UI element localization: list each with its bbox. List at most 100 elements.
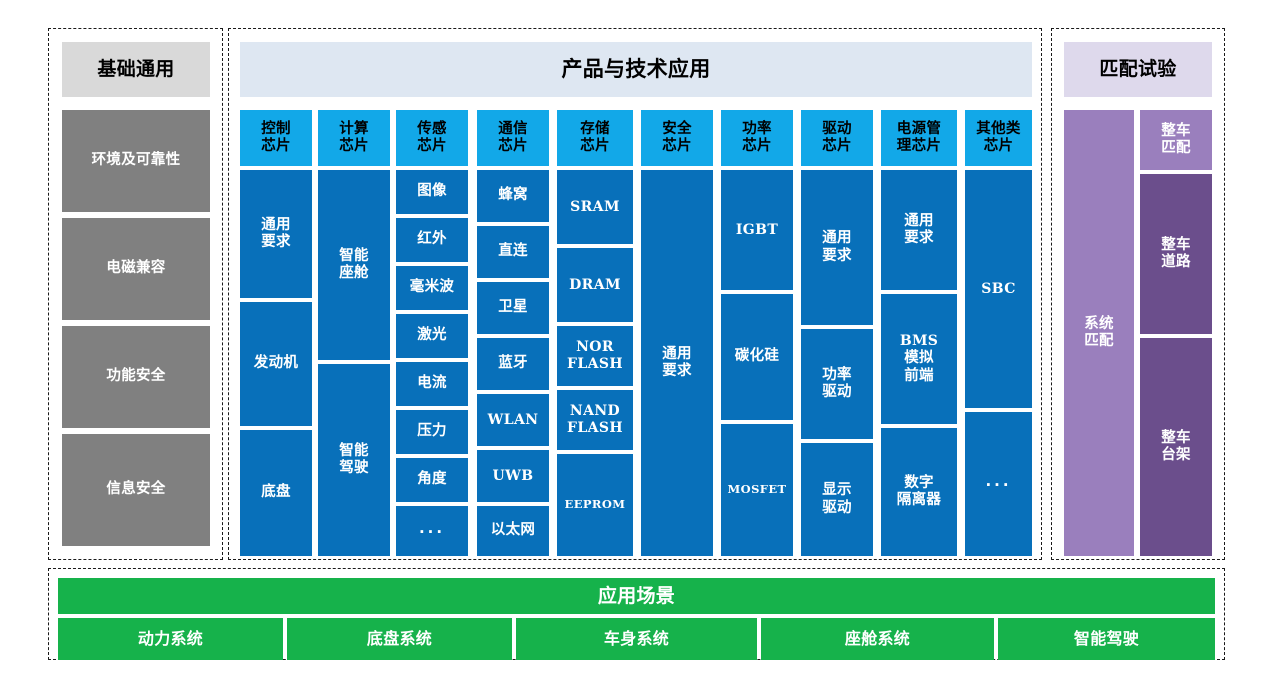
chip-category-header-power[interactable]: 功率 芯片 <box>721 110 793 166</box>
line-1: 功率 <box>822 366 852 383</box>
chip-item-memory-nor-flash[interactable]: NOR FLASH <box>557 326 633 386</box>
match-item-system-matching[interactable]: 系统 匹配 <box>1064 110 1134 556</box>
line-1: 整车 <box>1161 122 1191 139</box>
line-1: 存储 <box>580 120 610 137</box>
chip-item-other-more[interactable]: ... <box>965 412 1032 556</box>
line-1: 电源管 <box>896 120 942 137</box>
match-item-vehicle-matching[interactable]: 整车 匹配 <box>1140 110 1212 170</box>
chip-category-header-power-management[interactable]: 电源管 理芯片 <box>881 110 957 166</box>
line-2: 驾驶 <box>339 460 369 476</box>
line-1: 显示 <box>822 482 852 499</box>
chip-category-header-security[interactable]: 安全 芯片 <box>641 110 713 166</box>
line-2: FLASH <box>567 356 623 372</box>
line-2: 芯片 <box>983 138 1014 154</box>
basic-item-emc[interactable]: 电磁兼容 <box>62 218 210 320</box>
line-1: 智能 <box>339 247 369 264</box>
chip-item-memory-sram[interactable]: SRAM <box>557 170 633 244</box>
scene-item-powertrain[interactable]: 动力系统 <box>58 618 283 660</box>
chip-item-power-mosfet[interactable]: MOSFET <box>721 424 793 556</box>
chip-item-sensor-more[interactable]: ... <box>396 506 468 556</box>
chip-category-header-other[interactable]: 其他类 芯片 <box>965 110 1032 166</box>
chip-category-header-driver[interactable]: 驱动 芯片 <box>801 110 873 166</box>
chip-item-driver-general-requirements[interactable]: 通用 要求 <box>801 170 873 325</box>
line-2: 芯片 <box>742 138 772 154</box>
chip-item-control-engine[interactable]: 发动机 <box>240 302 312 426</box>
chip-item-sensor-current[interactable]: 电流 <box>396 362 468 406</box>
chip-item-sensor-pressure[interactable]: 压力 <box>396 410 468 454</box>
chip-item-security-general-requirements[interactable]: 通用 要求 <box>641 170 713 556</box>
line-2: 理芯片 <box>896 138 942 154</box>
chip-item-comm-cellular[interactable]: 蜂窝 <box>477 170 549 222</box>
basic-item-environment-reliability[interactable]: 环境及可靠性 <box>62 110 210 212</box>
chip-item-pm-bms-analog-frontend[interactable]: BMS 模拟 前端 <box>881 294 957 424</box>
chip-item-other-sbc[interactable]: SBC <box>965 170 1032 408</box>
line-1: 通信 <box>498 120 528 137</box>
chip-item-compute-smart-cockpit[interactable]: 智能 座舱 <box>318 170 390 360</box>
scene-item-body[interactable]: 车身系统 <box>516 618 757 660</box>
chip-item-comm-direct-link[interactable]: 直连 <box>477 226 549 278</box>
chip-item-sensor-millimeter-wave[interactable]: 毫米波 <box>396 266 468 310</box>
chip-category-header-compute[interactable]: 计算 芯片 <box>318 110 390 166</box>
chip-item-comm-wlan[interactable]: WLAN <box>477 394 549 446</box>
chip-item-sensor-angle[interactable]: 角度 <box>396 458 468 502</box>
scene-item-chassis[interactable]: 底盘系统 <box>287 618 512 660</box>
chip-item-compute-smart-driving[interactable]: 智能 驾驶 <box>318 364 390 556</box>
line-2: 芯片 <box>822 138 852 154</box>
basic-general-frame <box>48 28 223 560</box>
chip-category-header-sensor[interactable]: 传感 芯片 <box>396 110 468 166</box>
line-1: 通用 <box>662 345 692 362</box>
scene-item-cockpit[interactable]: 座舱系统 <box>761 618 994 660</box>
line-2: 芯片 <box>339 138 369 154</box>
line-1: 计算 <box>339 120 369 137</box>
line-2: 匹配 <box>1084 333 1114 349</box>
line-2: 芯片 <box>498 138 528 154</box>
chip-item-comm-ethernet[interactable]: 以太网 <box>477 506 549 556</box>
line-2: 要求 <box>261 234 291 250</box>
chip-item-power-igbt[interactable]: IGBT <box>721 170 793 290</box>
line-1: 功率 <box>742 120 772 137</box>
scene-item-smart-driving[interactable]: 智能驾驶 <box>998 618 1215 660</box>
match-item-vehicle-road[interactable]: 整车 道路 <box>1140 174 1212 334</box>
chip-category-header-memory[interactable]: 存储 芯片 <box>557 110 633 166</box>
basic-item-information-security[interactable]: 信息安全 <box>62 434 210 546</box>
chip-item-comm-bluetooth[interactable]: 蓝牙 <box>477 338 549 390</box>
line-1: 系统 <box>1084 315 1114 332</box>
matching-test-header: 匹配试验 <box>1064 42 1212 97</box>
line-2: 要求 <box>904 230 934 246</box>
chip-item-sensor-image[interactable]: 图像 <box>396 170 468 214</box>
match-item-vehicle-bench[interactable]: 整车 台架 <box>1140 338 1212 556</box>
chip-item-driver-display-driver[interactable]: 显示 驱动 <box>801 443 873 556</box>
chip-item-comm-satellite[interactable]: 卫星 <box>477 282 549 334</box>
chip-item-comm-uwb[interactable]: UWB <box>477 450 549 502</box>
chip-item-memory-nand-flash[interactable]: NAND FLASH <box>557 390 633 450</box>
basic-general-header: 基础通用 <box>62 42 210 97</box>
line-2: 台架 <box>1161 447 1191 463</box>
line-2: 驱动 <box>822 499 852 516</box>
line-2: 匹配 <box>1161 140 1191 156</box>
chip-category-header-control[interactable]: 控制 芯片 <box>240 110 312 166</box>
chip-item-pm-digital-isolator[interactable]: 数字 隔离器 <box>881 428 957 556</box>
line-2: 芯片 <box>417 138 447 154</box>
chip-item-memory-eeprom[interactable]: EEPROM <box>557 454 633 556</box>
chip-item-sensor-infrared[interactable]: 红外 <box>396 218 468 262</box>
chip-item-pm-general-requirements[interactable]: 通用 要求 <box>881 170 957 290</box>
line-1: 其他类 <box>976 120 1021 137</box>
chip-item-memory-dram[interactable]: DRAM <box>557 248 633 322</box>
line-2: 道路 <box>1161 254 1191 270</box>
line-3: 前端 <box>904 367 934 384</box>
basic-item-functional-safety[interactable]: 功能安全 <box>62 326 210 428</box>
line-2: 芯片 <box>580 138 610 154</box>
line-1: 整车 <box>1161 429 1191 446</box>
chip-item-power-silicon-carbide[interactable]: 碳化硅 <box>721 294 793 420</box>
line-2: 芯片 <box>662 138 692 154</box>
line-2: FLASH <box>567 420 623 436</box>
line-2: 座舱 <box>339 265 369 281</box>
chip-item-control-chassis[interactable]: 底盘 <box>240 430 312 556</box>
chip-item-control-general-requirements[interactable]: 通用 要求 <box>240 170 312 298</box>
chip-item-driver-power-driver[interactable]: 功率 驱动 <box>801 329 873 439</box>
line-1: NAND <box>569 403 621 420</box>
chip-category-header-communication[interactable]: 通信 芯片 <box>477 110 549 166</box>
chip-item-sensor-laser[interactable]: 激光 <box>396 314 468 358</box>
line-1: 通用 <box>261 216 291 233</box>
